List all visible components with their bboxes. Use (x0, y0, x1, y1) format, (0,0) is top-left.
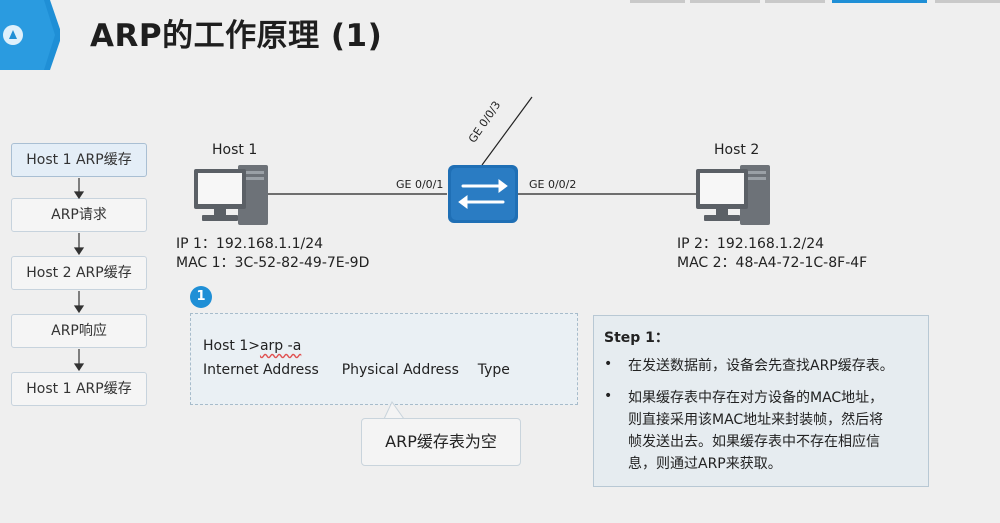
bullet-2-line: 如果缓存表中存在对方设备的MAC地址， (628, 390, 884, 406)
bullet-1: 在发送数据前，设备会先查找ARP缓存表。 (628, 355, 894, 377)
flow-arrow (73, 191, 85, 200)
step-explanation-panel: Step 1： • 在发送数据前，设备会先查找ARP缓存表。 • 如果缓存表中存… (593, 315, 929, 487)
top-nav-tab[interactable] (690, 0, 760, 3)
flow-arrow (73, 305, 85, 314)
bullet-2-line: 息，则通过ARP来获取。 (628, 456, 782, 472)
host1-ip: IP 1：192.168.1.1/24 (176, 236, 324, 252)
switch-icon (448, 165, 518, 223)
flow-step-host2-cache: Host 2 ARP缓存 (11, 256, 147, 290)
top-nav-tab[interactable] (630, 0, 685, 3)
host1-mac: MAC 1：3C-52-82-49-7E-9D (176, 255, 370, 271)
cmd-output-header: Internet Address Physical Address Type (203, 362, 510, 378)
flow-arrows (73, 178, 85, 372)
top-nav-tab[interactable] (765, 0, 825, 3)
flow-step-arp-reply: ARP响应 (11, 314, 147, 348)
bullet-2: 如果缓存表中存在对方设备的MAC地址， 则直接采用该MAC地址来封装帧，然后将 … (628, 387, 883, 475)
flow-step-host1-cache: Host 1 ARP缓存 (11, 143, 147, 177)
link-switch-up (481, 96, 533, 166)
host1-name: Host 1 (212, 142, 258, 158)
empty-cache-callout: ARP缓存表为空 (361, 418, 521, 466)
logo-icon (0, 0, 60, 70)
step-marker-badge: 1 (190, 286, 212, 308)
flow-step-arp-request: ARP请求 (11, 198, 147, 232)
col-type: Type (477, 362, 510, 378)
flow-arrow (73, 247, 85, 256)
col-physical-address: Physical Address (341, 362, 459, 378)
bullet-1-line: 在发送数据前，设备会先查找ARP缓存表。 (628, 358, 894, 374)
flow-step-host1-cache-final: Host 1 ARP缓存 (11, 372, 147, 406)
host2-name: Host 2 (714, 142, 760, 158)
cmd-command: arp -a (259, 338, 302, 354)
port-label-right: GE 0/0/2 (529, 178, 577, 191)
callout-pointer (383, 401, 405, 420)
host2-ip: IP 2：192.168.1.2/24 (677, 236, 825, 252)
top-nav-tab[interactable] (935, 0, 1000, 3)
top-nav-tab-active[interactable] (832, 0, 927, 3)
step-title: Step 1： (604, 330, 669, 346)
col-internet-address: Internet Address (203, 362, 319, 378)
cmd-prompt: Host 1> (203, 338, 260, 354)
bullet-dot: • (604, 388, 613, 404)
page-title: ARP的工作原理 (1) (90, 18, 383, 54)
bullet-dot: • (604, 356, 613, 372)
bullet-2-line: 帧发送出去。如果缓存表中不存在相应信 (628, 434, 880, 450)
flow-arrow (73, 363, 85, 372)
computer-icon (194, 165, 268, 225)
cmd-prompt-line: Host 1>arp -a (203, 338, 301, 354)
arp-command-box: Host 1>arp -a Internet Address Physical … (190, 313, 578, 405)
host2-mac: MAC 2：48-A4-72-1C-8F-4F (677, 255, 868, 271)
computer-icon (696, 165, 770, 225)
port-label-left: GE 0/0/1 (396, 178, 444, 191)
bullet-2-line: 则直接采用该MAC地址来封装帧，然后将 (628, 412, 884, 428)
